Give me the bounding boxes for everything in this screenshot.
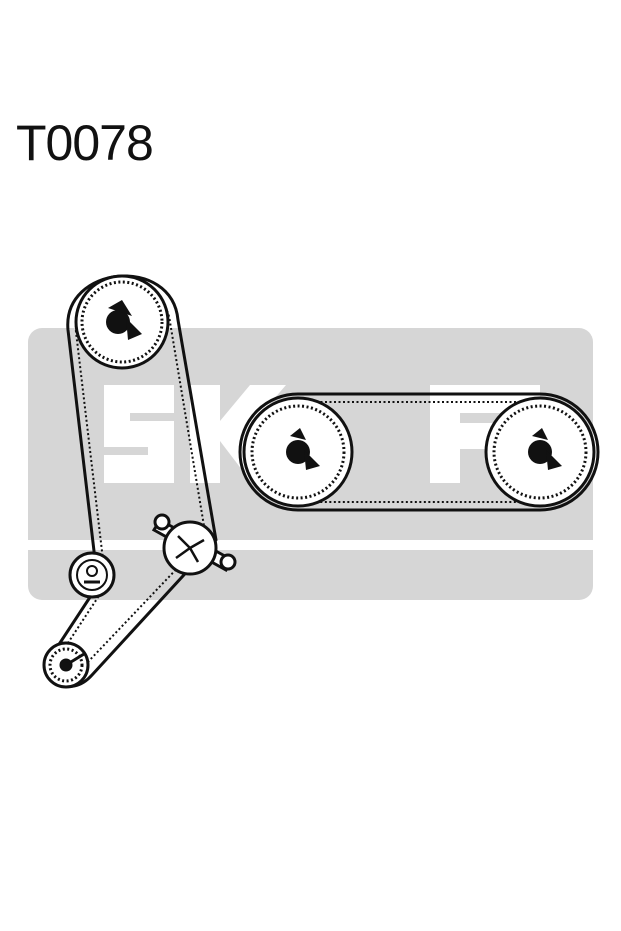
- idler-pulley: [68, 551, 116, 599]
- camshaft-pulley-right-1: [242, 396, 354, 508]
- tensioner-pulley: [151, 513, 237, 576]
- part-code-title: T0078: [16, 115, 154, 171]
- camshaft-pulley-right-2: [484, 396, 596, 508]
- camshaft-pulley-top: [74, 274, 170, 370]
- crankshaft-pulley: [42, 641, 90, 689]
